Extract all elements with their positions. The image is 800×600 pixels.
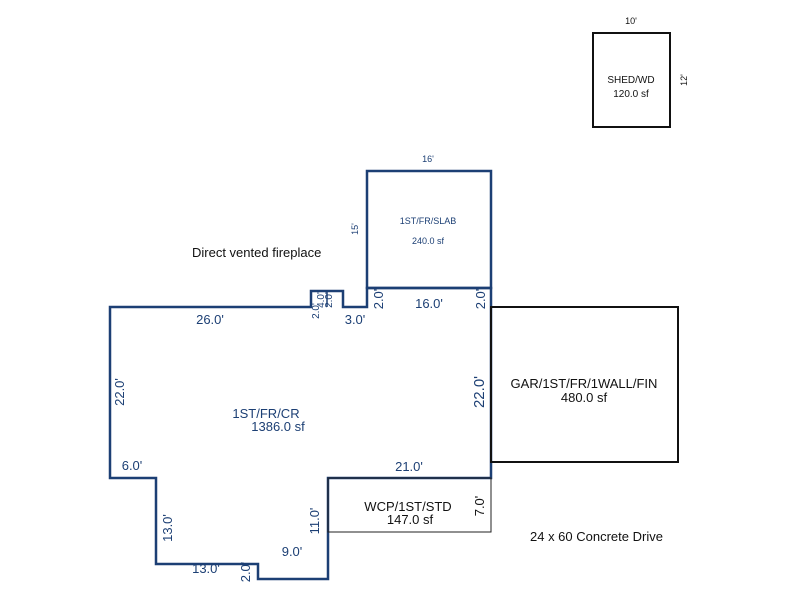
- garage-outline[interactable]: [490, 306, 679, 463]
- dim-top-right-step: 2.0': [473, 289, 488, 310]
- slab-room-outline[interactable]: [365, 169, 493, 290]
- dim-left: 22.0': [112, 378, 127, 406]
- shed-width-label: 10': [625, 16, 637, 26]
- dim-inner-horizontal: 21.0': [395, 459, 423, 474]
- slab-room-depth-label: 15': [350, 223, 360, 235]
- shed-name: SHED/WD: [607, 75, 654, 86]
- shed-outline[interactable]: [592, 32, 671, 128]
- dim-right: 22.0': [471, 376, 488, 408]
- fireplace-note: Direct vented fireplace: [192, 245, 321, 260]
- dim-top-left: 26.0': [196, 312, 224, 327]
- dim-fireplace-b: 2.0': [324, 292, 335, 308]
- porch-area: 147.0 sf: [387, 512, 434, 527]
- dim-bottom-right: 9.0': [282, 544, 303, 559]
- dim-inner-vertical: 11.0': [307, 508, 322, 535]
- garage-name: GAR/1ST/FR/1WALL/FIN: [511, 376, 658, 391]
- dim-bottom-step: 2.0': [238, 562, 253, 583]
- dim-top-middle: 16.0': [415, 296, 443, 311]
- dim-lower-left: 13.0': [160, 514, 175, 542]
- porch-outline[interactable]: [327, 477, 492, 533]
- dim-top-left-step: 2.0': [371, 289, 386, 310]
- slab-room-width-label: 16': [422, 154, 434, 164]
- dim-top-small: 3.0': [345, 312, 366, 327]
- porch-name: WCP/1ST/STD: [364, 499, 451, 514]
- shed-depth-label: 12': [679, 74, 689, 86]
- dim-bottom: 13.0': [192, 561, 220, 576]
- dim-fireplace-a: 4.0': [316, 292, 327, 308]
- dim-step-left: 6.0': [122, 458, 143, 473]
- garage-area: 480.0 sf: [561, 390, 608, 405]
- main-house-name: 1ST/FR/CR: [232, 406, 299, 421]
- shed-area: 120.0 sf: [613, 89, 649, 100]
- dim-fireplace-c: 2.0': [311, 303, 322, 319]
- drive-note: 24 x 60 Concrete Drive: [530, 529, 663, 544]
- slab-room-area: 240.0 sf: [412, 236, 445, 246]
- porch-depth-label: 7.0': [472, 496, 487, 517]
- slab-room-name: 1ST/FR/SLAB: [400, 216, 457, 226]
- main-house-area: 1386.0 sf: [251, 419, 305, 434]
